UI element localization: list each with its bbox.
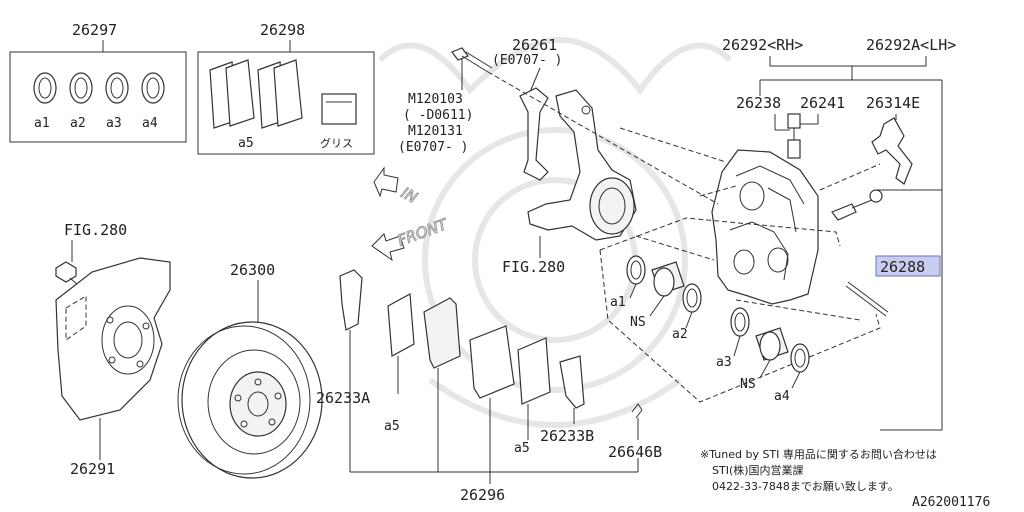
pad-shim-inner (339, 269, 363, 331)
label-m120103: M120103 (408, 92, 463, 107)
label-a5-kit: a5 (238, 136, 254, 151)
label-a3-seal: a3 (716, 355, 732, 370)
label-26261: 26261 (512, 36, 557, 54)
caliper-pin (831, 189, 883, 221)
label-26296: 26296 (460, 486, 505, 504)
note-line-1: ※Tuned by STI 専用品に関するお問い合わせは (700, 447, 937, 461)
bleeder-screw (787, 113, 801, 159)
steering-knuckle (527, 89, 637, 241)
kit-box-26297 (9, 51, 187, 143)
shield-bolt (55, 261, 85, 291)
label-26292-rh: 26292<RH> (722, 36, 803, 54)
highlight-26288[interactable] (875, 255, 941, 277)
front-direction-arrow: FRONT (371, 214, 452, 262)
seal-ring-group (33, 72, 165, 104)
label-m120131: M120131 (408, 124, 463, 139)
label-26297: 26297 (72, 21, 117, 39)
label-fig280-top: FIG.280 (64, 221, 127, 239)
caliper-body (711, 149, 819, 305)
anti-rattle-spring-26314e (871, 117, 913, 185)
piston-kit-frame (599, 217, 881, 403)
pad-pin-26288 (845, 281, 889, 317)
in-direction-arrow: IN (373, 166, 421, 207)
label-26238: 26238 (736, 94, 781, 112)
pad-clip-26646b (631, 403, 643, 419)
label-in: IN (398, 184, 420, 207)
label-ns-rear: NS (740, 377, 756, 392)
caliper-bolt (451, 47, 493, 73)
label-fig280-knuckle: FIG.280 (502, 258, 565, 276)
label-m120103-range: ( -D0611) (403, 108, 473, 123)
brake-rotor-26300 (177, 321, 323, 479)
label-a5-pad-right: a5 (514, 441, 530, 456)
brake-pad-set (339, 269, 585, 409)
label-26298: 26298 (260, 21, 305, 39)
grease-packet (321, 93, 357, 125)
label-26646b: 26646B (608, 443, 662, 461)
label-26314e: 26314E (866, 94, 920, 112)
label-26241: 26241 (800, 94, 845, 112)
diagram-code: A262001176 (912, 495, 990, 510)
label-26288[interactable]: 26288 (880, 258, 925, 276)
label-26233a: 26233A (316, 389, 370, 407)
note-line-2: STI(株)国内営業課 (712, 463, 804, 477)
label-a1-kit: a1 (34, 116, 50, 131)
dashed-leaders (487, 71, 881, 321)
shim-group (209, 59, 303, 129)
caliper-bracket-26261 (519, 87, 549, 181)
note-line-3: 0422-33-7848までお願い致します。 (712, 479, 899, 493)
label-26261-range: (E0707- ) (492, 53, 562, 68)
label-grease: グリス (320, 136, 353, 150)
label-26233b: 26233B (540, 427, 594, 445)
label-a1-seal: a1 (610, 295, 626, 310)
label-26292a-lh: 26292A<LH> (866, 36, 956, 54)
label-a5-pad-left: a5 (384, 419, 400, 434)
label-a4-seal: a4 (774, 389, 790, 404)
watermark-emblem (377, 36, 733, 428)
piston-seals-and-pistons (626, 255, 810, 373)
label-a2-kit: a2 (70, 116, 86, 131)
label-m120131-range: (E0707- ) (398, 140, 468, 155)
label-26300: 26300 (230, 261, 275, 279)
kit-box-26298 (197, 51, 375, 155)
label-26291: 26291 (70, 460, 115, 478)
label-ns-front: NS (630, 315, 646, 330)
label-a4-kit: a4 (142, 116, 158, 131)
label-a2-seal: a2 (672, 327, 688, 342)
dust-shield-26291 (55, 257, 171, 421)
label-a3-kit: a3 (106, 116, 122, 131)
